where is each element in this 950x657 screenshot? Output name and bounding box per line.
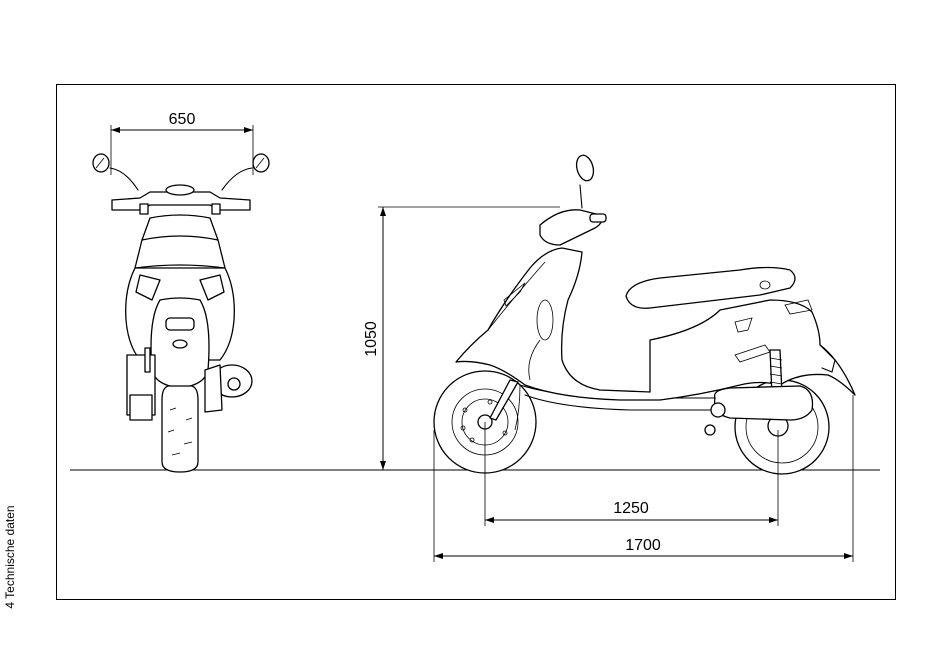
scooter-front-view: [93, 154, 269, 472]
wheelbase-dimension: 1250: [613, 500, 649, 517]
height-dimension: 1050: [363, 321, 380, 357]
scooter-side-view: [434, 153, 855, 474]
length-dimension: 1700: [625, 537, 661, 554]
width-dimension: 650: [169, 111, 196, 128]
